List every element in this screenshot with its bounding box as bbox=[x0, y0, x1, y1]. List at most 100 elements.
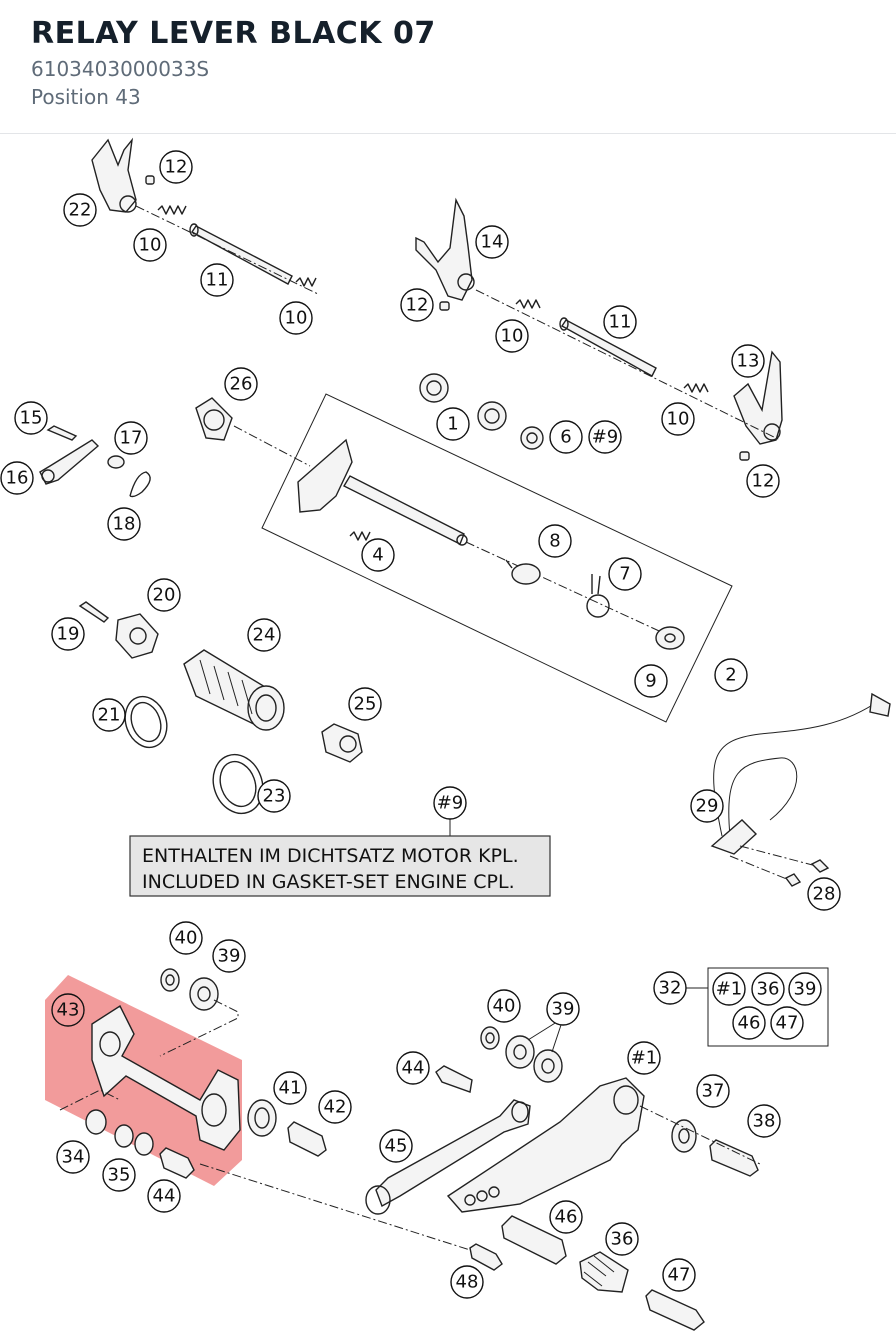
svg-text:47: 47 bbox=[668, 1265, 691, 1286]
gasket-note: ENTHALTEN IM DICHTSATZ MOTOR KPL. INCLUD… bbox=[129, 818, 551, 897]
callout-48-52: 48 bbox=[450, 1265, 484, 1299]
svg-text:10: 10 bbox=[667, 409, 690, 430]
svg-text:15: 15 bbox=[20, 408, 43, 429]
callout-9-24: 9 bbox=[634, 664, 668, 698]
callout-15-16: 15 bbox=[14, 401, 48, 435]
svg-text:44: 44 bbox=[402, 1058, 425, 1079]
callout-23-30: 23 bbox=[257, 779, 291, 813]
callout-12-0: 12 bbox=[159, 150, 193, 184]
washer-37 bbox=[671, 1119, 697, 1153]
callout-29-31: 29 bbox=[690, 789, 724, 823]
bolt-44a bbox=[159, 1147, 195, 1179]
callout-1-13: 1 bbox=[436, 407, 470, 441]
callout-28-32: 28 bbox=[807, 877, 841, 911]
washer-40a bbox=[160, 968, 180, 992]
callout-40-34: 40 bbox=[169, 921, 203, 955]
svg-text:18: 18 bbox=[113, 514, 136, 535]
svg-text:40: 40 bbox=[493, 996, 516, 1017]
callout-10-7: 10 bbox=[495, 319, 529, 353]
svg-text:28: 28 bbox=[813, 884, 836, 905]
callout-35-40: 35 bbox=[102, 1158, 136, 1192]
seal-6 bbox=[520, 426, 544, 450]
callout-46-49: 46 bbox=[549, 1200, 583, 1234]
svg-text:20: 20 bbox=[153, 585, 176, 606]
shift-fork-22 bbox=[91, 137, 155, 213]
kit-item-kit1: #1 bbox=[712, 972, 746, 1006]
ring-8 bbox=[505, 559, 541, 585]
svg-text:45: 45 bbox=[385, 1136, 408, 1157]
part-number: 6103403000033S bbox=[31, 57, 210, 81]
svg-text:39: 39 bbox=[794, 979, 817, 1000]
svg-text:44: 44 bbox=[153, 1186, 176, 1207]
bolt-15 bbox=[46, 425, 78, 441]
shaft-11a bbox=[189, 223, 293, 285]
callout-43-36: 43 bbox=[51, 993, 85, 1027]
callout-10-4: 10 bbox=[279, 301, 313, 335]
callout-16-18: 16 bbox=[0, 461, 34, 495]
page-header: RELAY LEVER BLACK 07 6103403000033S Posi… bbox=[0, 0, 896, 134]
svg-text:#9: #9 bbox=[592, 427, 619, 448]
svg-text:38: 38 bbox=[753, 1111, 776, 1132]
svg-text:16: 16 bbox=[6, 468, 29, 489]
shift-rod-45 bbox=[365, 1099, 531, 1215]
svg-text:39: 39 bbox=[552, 999, 575, 1020]
svg-text:23: 23 bbox=[263, 786, 286, 807]
callout-note-ref: #9 bbox=[433, 786, 467, 820]
callout-21-28: 21 bbox=[92, 698, 126, 732]
callout-6-14: 6 bbox=[549, 420, 583, 454]
kit-box-32 bbox=[686, 967, 829, 1047]
svg-text:8: 8 bbox=[549, 531, 560, 552]
bearing-39a bbox=[189, 977, 219, 1011]
bearing-1b bbox=[477, 401, 507, 431]
svg-text:9: 9 bbox=[645, 671, 656, 692]
svg-text:26: 26 bbox=[230, 374, 253, 395]
shift-drum-24 bbox=[183, 649, 285, 731]
bolt-38 bbox=[709, 1139, 759, 1177]
locking-20 bbox=[115, 613, 159, 659]
svg-text:46: 46 bbox=[555, 1207, 578, 1228]
svg-text:40: 40 bbox=[175, 928, 198, 949]
callout-44-44: 44 bbox=[396, 1051, 430, 1085]
bearing-23 bbox=[212, 753, 264, 815]
bearing-1 bbox=[419, 373, 449, 403]
lever-16 bbox=[39, 439, 100, 485]
svg-text:41: 41 bbox=[279, 1078, 302, 1099]
washer-9 bbox=[655, 626, 685, 650]
svg-text:10: 10 bbox=[501, 326, 524, 347]
note-line-1: ENTHALTEN IM DICHTSATZ MOTOR KPL. bbox=[142, 845, 519, 867]
position-label: Position 43 bbox=[31, 85, 141, 109]
callout-37-47: 37 bbox=[696, 1074, 730, 1108]
callout-10-10: 10 bbox=[661, 402, 695, 436]
rubber-36 bbox=[579, 1251, 629, 1293]
callout-38-48: 38 bbox=[747, 1104, 781, 1138]
callout-42-38: 42 bbox=[318, 1090, 352, 1124]
spring-4 bbox=[349, 531, 371, 541]
svg-text:10: 10 bbox=[285, 308, 308, 329]
callout-34-39: 34 bbox=[56, 1140, 90, 1174]
exploded-parts-diagram: ENTHALTEN IM DICHTSATZ MOTOR KPL. INCLUD… bbox=[0, 137, 891, 1331]
svg-text:10: 10 bbox=[139, 235, 162, 256]
callout-14-5: 14 bbox=[475, 225, 509, 259]
svg-text:36: 36 bbox=[611, 1229, 634, 1250]
spring-10b bbox=[295, 277, 317, 287]
sensor-29 bbox=[710, 692, 891, 855]
callout-11-3: 11 bbox=[200, 263, 234, 297]
svg-text:1: 1 bbox=[447, 414, 458, 435]
callout-12-11: 12 bbox=[746, 464, 780, 498]
spring-10d bbox=[683, 383, 709, 393]
kit-item-47: 47 bbox=[770, 1006, 804, 1040]
callout-22-1: 22 bbox=[63, 193, 97, 227]
bushing-41 bbox=[247, 1099, 277, 1137]
svg-text:17: 17 bbox=[120, 428, 143, 449]
svg-text:6: 6 bbox=[560, 427, 571, 448]
callout-39-35: 39 bbox=[212, 939, 246, 973]
callout-8-21: 8 bbox=[538, 524, 572, 558]
relay-lever-43 bbox=[91, 1004, 241, 1151]
bearings-39b bbox=[505, 1019, 563, 1083]
shift-fork-14 bbox=[415, 197, 475, 311]
svg-text:32: 32 bbox=[659, 978, 682, 999]
callout-7-22: 7 bbox=[608, 557, 642, 591]
svg-text:43: 43 bbox=[57, 1000, 80, 1021]
shift-shaft-2 bbox=[297, 438, 468, 546]
svg-text:36: 36 bbox=[757, 979, 780, 1000]
